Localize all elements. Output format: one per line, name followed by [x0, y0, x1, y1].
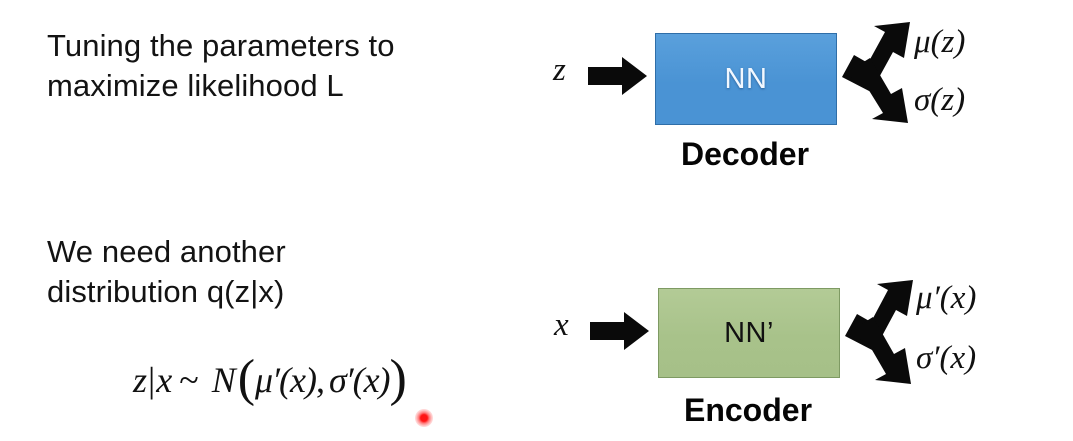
formula-token-tilde: ~ [179, 359, 199, 400]
formula-token-comma: , [315, 359, 325, 400]
decoder-input-arrow-icon [588, 56, 648, 101]
decoder-box-label: NN [724, 62, 768, 95]
formula-conditional-distribution: z|x ~ N ( μ′(x) , σ′(x) ) [133, 350, 407, 409]
formula-token-sigma-prime-x: σ′(x) [328, 359, 391, 400]
decoder-neural-network-box[interactable]: NN [655, 33, 837, 125]
decoder-output-mu-label: μ(z) [914, 24, 966, 60]
formula-token-x: x [156, 359, 173, 400]
decoder-input-variable-z: z [553, 52, 566, 88]
encoder-output-arrows-icon [841, 278, 921, 393]
encoder-neural-network-box[interactable]: NN’ [658, 288, 840, 378]
encoder-input-variable-x: x [554, 307, 569, 343]
formula-token-normal: N [211, 359, 236, 400]
decoder-caption: Decoder [680, 136, 810, 172]
formula-token-mu-prime-x: μ′(x) [255, 359, 317, 400]
decoder-output-sigma-label: σ(z) [914, 82, 966, 118]
formula-token-open-paren: ( [237, 350, 256, 407]
text-block-need-another-distribution: We need another distribution q(z|x) [47, 234, 286, 310]
decoder-output-arrows-icon [838, 22, 918, 131]
text-block-tuning-parameters: Tuning the parameters to maximize likeli… [47, 28, 395, 104]
encoder-caption: Encoder [683, 392, 813, 428]
formula-token-close-paren: ) [389, 350, 407, 407]
encoder-output-mu-prime-label: μ′(x) [916, 280, 977, 316]
formula-token-bar: | [148, 359, 156, 400]
formula-token-z: z [133, 359, 148, 400]
encoder-output-sigma-prime-label: σ′(x) [916, 340, 977, 376]
laser-pointer-dot [415, 409, 433, 427]
encoder-input-arrow-icon [590, 311, 650, 356]
encoder-box-label: NN’ [724, 316, 774, 349]
